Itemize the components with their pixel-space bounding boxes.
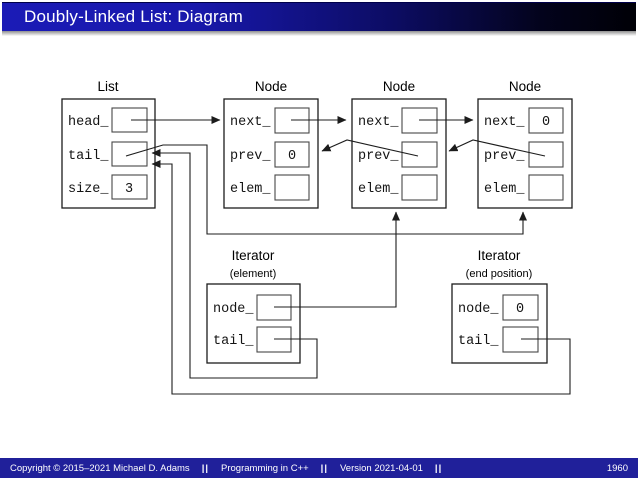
node1-next-label: next_ [230, 115, 271, 130]
footer-separator-3: || [434, 462, 443, 474]
node1-elem-label: elem_ [230, 182, 271, 197]
node2-elem-box [401, 174, 438, 201]
list-tail-pointer-box [111, 141, 148, 167]
footer-page-number: 1960 [606, 462, 628, 474]
iterator-element-title: Iterator [232, 248, 275, 263]
node3-next-value: 0 [542, 115, 550, 130]
footer-separator-1: || [201, 462, 210, 474]
footer-version: Version 2021-04-01 [340, 462, 423, 474]
node2-elem-label: elem_ [358, 182, 399, 197]
list-size-value-box [111, 174, 148, 200]
node3-elem-box [528, 174, 564, 201]
node1-box [223, 98, 319, 209]
node3-elem-label: elem_ [484, 182, 525, 197]
iterator-end-box [451, 283, 548, 364]
node3-box [477, 98, 573, 209]
iterator-end-tail-label: tail_ [458, 334, 499, 349]
iterator-end-subtitle: (end position) [466, 268, 533, 280]
iterator-element-subtitle: (element) [230, 268, 276, 280]
node2-box-title: Node [383, 79, 415, 94]
list-size-value: 3 [125, 182, 133, 197]
node3-box-title: Node [509, 79, 541, 94]
footer-bar: Copyright © 2015–2021 Michael D. Adams |… [0, 458, 638, 478]
node3-next-label: next_ [484, 115, 525, 130]
pointer-node3-prev-to-node2 [448, 139, 546, 157]
iterator-end-title: Iterator [478, 248, 521, 263]
pointer-node2-prev-to-node1 [321, 139, 419, 157]
node1-prev-value: 0 [288, 149, 296, 164]
slide-title: Doubly-Linked List: Diagram [24, 7, 243, 26]
pointer-iterator-element-tail-to-list-tail [151, 149, 318, 379]
node2-prev-pointer-box [401, 141, 438, 168]
node2-box [351, 98, 447, 209]
pointer-iterator-end-tail-to-list-tail [151, 160, 571, 395]
node2-next-label: next_ [358, 115, 399, 130]
node1-prev-label: prev_ [230, 149, 271, 164]
node3-next-pointer-box [528, 107, 564, 134]
pointer-list-tail-to-node3 [125, 144, 527, 235]
iterator-element-node-label: node_ [213, 302, 254, 317]
list-field-size-label: size_ [68, 182, 109, 197]
node2-prev-label: prev_ [358, 149, 399, 164]
node1-elem-box [274, 174, 310, 201]
iterator-end-node-label: node_ [458, 302, 499, 317]
title-bar: Doubly-Linked List: Diagram [2, 2, 636, 31]
iterator-end-node-value: 0 [516, 302, 524, 317]
iterator-element-box [206, 283, 301, 364]
pointer-iterator-element-node-to-node2 [274, 211, 400, 308]
iterator-element-tail-label: tail_ [213, 334, 254, 349]
node3-prev-label: prev_ [484, 149, 525, 164]
footer-separator-2: || [320, 462, 328, 474]
list-field-head-label: head_ [68, 115, 109, 130]
node3-prev-pointer-box [528, 141, 564, 168]
footer-copyright: Copyright © 2015–2021 Michael D. Adams [10, 462, 190, 474]
node1-box-title: Node [255, 79, 287, 94]
list-box-title: List [97, 79, 118, 94]
node1-prev-pointer-box [274, 141, 310, 168]
iterator-end-node-pointer-box [502, 294, 539, 321]
title-bar-shadow [2, 31, 636, 36]
list-field-tail-label: tail_ [68, 149, 109, 164]
footer-course: Programming in C++ [221, 462, 309, 474]
